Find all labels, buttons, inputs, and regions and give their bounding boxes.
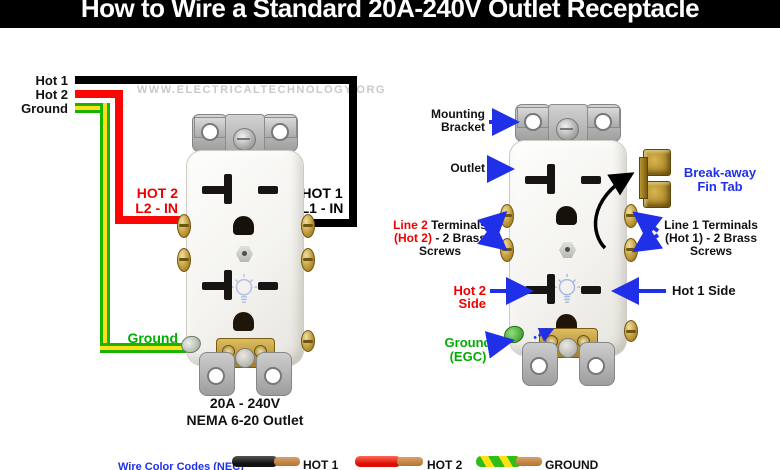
bracket-hole [271, 123, 289, 141]
ground-wire [75, 103, 110, 113]
hot1-wire-swatch [232, 456, 300, 467]
t-slot [547, 164, 555, 194]
hot1-wire [288, 219, 357, 227]
t-slot [224, 174, 232, 204]
outlet-right [500, 102, 638, 394]
bracket-hole [587, 357, 605, 375]
bracket-screw [558, 338, 578, 358]
bulb-icon [553, 274, 581, 303]
line2-terminals-label: Line 2 Terminals (Hot 2) - 2 Brass Screw… [393, 218, 487, 258]
bottom-bracket [579, 342, 615, 386]
hot2-wire [115, 90, 123, 224]
line1-slot [258, 186, 278, 194]
bracket-hole [264, 367, 282, 385]
hot1-wire [75, 76, 357, 84]
page-title: How to Wire a Standard 20A-240V Outlet R… [80, 0, 700, 23]
brass-screw [177, 248, 191, 272]
line1-terminals-label: Line 1 Terminals (Hot 1) - 2 Brass Screw… [664, 218, 758, 258]
title-bar: How to Wire a Standard 20A-240V Outlet R… [0, 0, 780, 28]
t-slot [202, 282, 232, 290]
ground-hole [233, 216, 254, 235]
hot2-side-label: Hot 2 Side [453, 283, 487, 311]
outlet-caption: NEMA 6-20 Outlet [186, 412, 304, 428]
outlet-label: Outlet [450, 161, 485, 175]
bracket-hole [201, 123, 219, 141]
ground-wire-label: Ground [21, 101, 68, 116]
t-slot [202, 186, 232, 194]
brass-screw [177, 214, 191, 238]
t-slot [547, 274, 555, 304]
bracket-screw [235, 348, 255, 368]
brass-screw [301, 248, 315, 272]
hot2-wire-label: Hot 2 [35, 87, 69, 102]
line1-slot [258, 282, 278, 290]
brass-screw [624, 238, 638, 262]
ground-wire [100, 103, 110, 353]
watermark: WWW.ELECTRICALTECHNOLOGY.ORG [137, 84, 386, 96]
bracket-hole [524, 113, 542, 131]
ground-wire [100, 343, 193, 353]
bottom-bracket [199, 352, 235, 396]
bracket-hole [530, 357, 548, 375]
hot1-wire [349, 76, 357, 227]
brass-screw [500, 238, 514, 262]
breakaway-fin-tab [639, 157, 648, 199]
outlet-left [177, 112, 315, 404]
brass-screw [500, 204, 514, 228]
brass-screw [301, 330, 315, 352]
ground-wire-swatch [476, 456, 542, 467]
hex-screw [236, 246, 253, 262]
hex-screw [559, 242, 576, 258]
bracket-screw [556, 118, 579, 141]
line1-slot [581, 176, 601, 184]
line1-slot [581, 286, 601, 294]
brass-screw [624, 204, 638, 228]
hot2-wire-swatch [355, 456, 423, 467]
hot1-wire-label: Hot 1 [35, 73, 69, 88]
t-slot [525, 286, 555, 294]
brass-screw [301, 214, 315, 238]
outlet-caption: 20A - 240V [209, 395, 281, 411]
hot2-wire [75, 90, 123, 98]
bulb-icon [230, 274, 258, 303]
bracket-hole [207, 367, 225, 385]
ground-hole [556, 206, 577, 225]
bracket-hole [594, 113, 612, 131]
hot1-side-label: Hot 1 Side [672, 283, 736, 298]
t-slot [224, 270, 232, 300]
bracket-screw [233, 128, 256, 151]
ground-egc-label: Ground(EGC) [444, 335, 492, 364]
legend-label: HOT 2 [427, 458, 463, 470]
ground-connection-label: Ground [127, 330, 178, 346]
t-slot [525, 176, 555, 184]
hot2-wire [115, 216, 186, 224]
ground-hole [233, 312, 254, 331]
brass-screw [624, 320, 638, 342]
legend-label: HOT 1 [303, 458, 339, 470]
legend-heading: Wire Color Codes (NEC) [118, 461, 244, 470]
legend-label: GROUND [545, 458, 599, 470]
